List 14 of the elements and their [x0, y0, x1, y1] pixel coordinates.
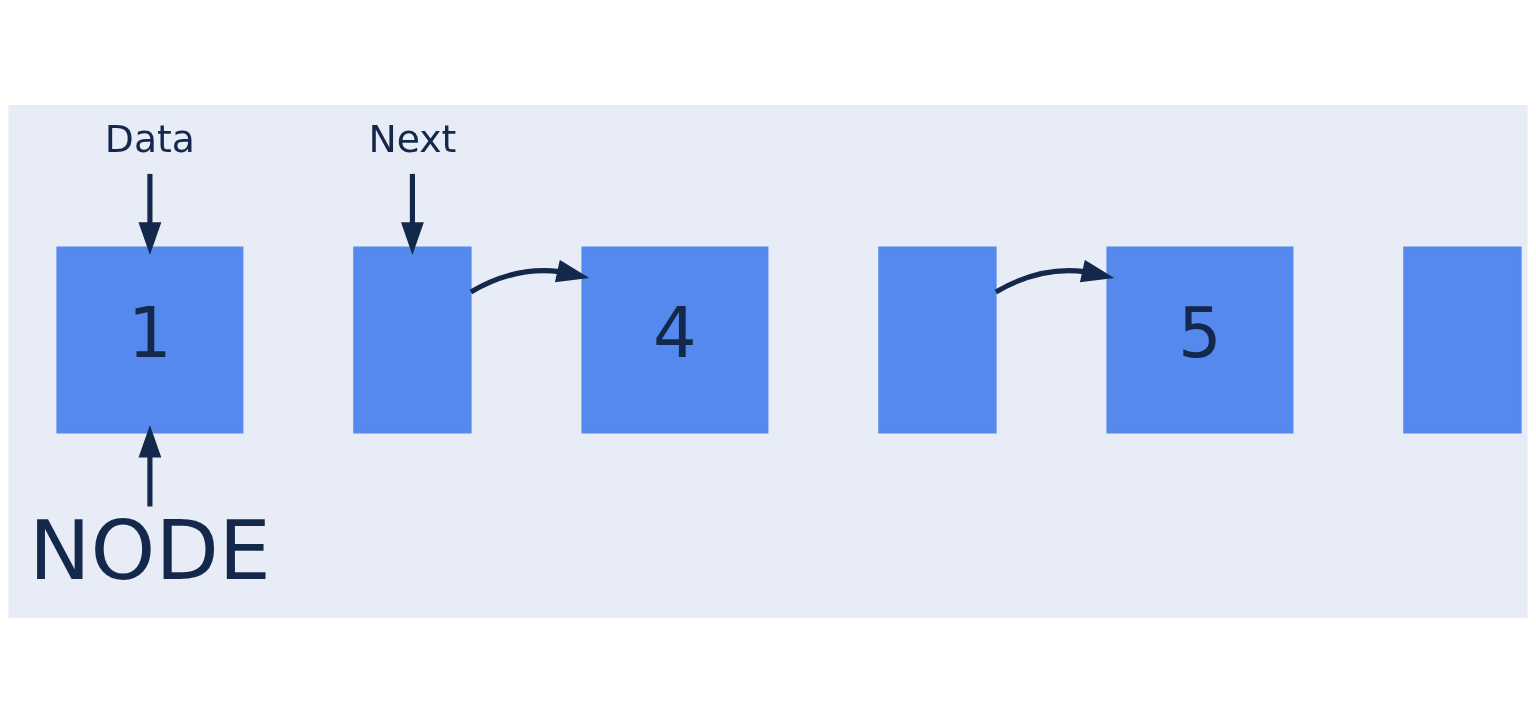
arrow — [138, 424, 162, 507]
arrow — [401, 173, 424, 255]
node-text: NODE — [28, 503, 271, 599]
arrow — [138, 173, 162, 255]
node-text: Data — [104, 117, 195, 162]
node-text: Next — [368, 117, 457, 162]
arrow — [994, 259, 1115, 295]
node-box — [353, 246, 472, 434]
arrow — [469, 259, 590, 295]
node-box: 4 — [581, 246, 769, 434]
node-box — [1403, 246, 1522, 434]
node-box: 1 — [56, 246, 244, 434]
node-box — [878, 246, 997, 434]
node-box: 5 — [1106, 246, 1294, 434]
